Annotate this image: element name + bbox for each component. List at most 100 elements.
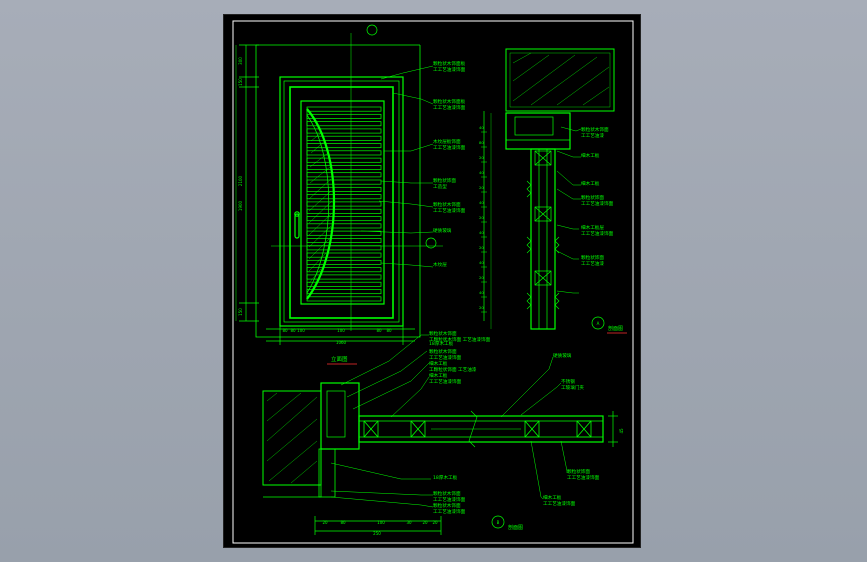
plan-note-lower: 颗粒状木饰面 <box>433 490 461 497</box>
plan-note-lower: 18厚木工板 <box>433 474 458 481</box>
elevation-dim-right: 40 <box>479 125 484 130</box>
elevation-dim-bottom: 80 <box>282 328 288 333</box>
section-title: 剖面图 <box>608 325 623 332</box>
elevation-dim-right: 40 <box>479 260 484 265</box>
section-note: 细木工板 <box>581 152 600 159</box>
door-frame-inner <box>283 80 400 323</box>
section-a-marker <box>591 316 605 330</box>
plan-note-upper-line2: 工颗粒状木饰面 工艺油漆饰面 <box>429 336 491 343</box>
louvre-slat <box>306 223 382 229</box>
elevation-note: 颗粒状饰面 <box>433 177 456 184</box>
elevation-dim-bottom: 100 <box>297 328 305 333</box>
plan-note-upper-line2: 工颗粒状饰面 工艺油漆 <box>429 366 477 373</box>
louvre-slat <box>306 238 382 243</box>
elevation-dim-right: 40 <box>479 230 484 235</box>
elevation-dim-left: 150 <box>238 78 243 86</box>
elevation-note-line2: 工工艺油漆饰面 <box>433 144 466 151</box>
elevation-note: 木纹层板饰面 <box>433 138 461 145</box>
elevation-dim-left: 150 <box>238 308 243 316</box>
plan-note-upper-line2: 工工艺油漆饰面 <box>429 378 462 385</box>
section-note-line2: 工工艺油漆 <box>581 260 604 267</box>
section-head <box>505 112 571 150</box>
door-frame-outer <box>279 76 404 327</box>
header-hatch <box>512 52 610 106</box>
center-marker <box>366 24 378 36</box>
section-cut-marker <box>425 237 437 249</box>
louvre-slat <box>306 245 382 251</box>
plan-blocks <box>363 420 592 438</box>
elevation-note: 硬质玻璃 <box>433 227 452 234</box>
plan-note-upper: 细木工板 <box>429 360 448 367</box>
louvre-slat <box>306 208 382 214</box>
elevation-dim-right: 20 <box>479 215 484 220</box>
elevation-note: 颗粒状木饰面板 <box>433 60 466 67</box>
elevation-note-line2: 工工艺油漆饰面 <box>433 207 466 214</box>
elevation-note: 颗粒状木饰面板 <box>433 98 466 105</box>
plan-dim-bottom: 20 <box>322 520 328 525</box>
elevation-dim-right: 20 <box>479 275 484 280</box>
plan-note-upper: 不锈钢 <box>561 378 575 385</box>
door-handle-icon <box>294 211 300 239</box>
elevation-dim-right: 20 <box>479 185 484 190</box>
door-detail-drawing: 30015021001900150808010010080801060颗粒状木饰… <box>232 20 634 544</box>
louvre-slat <box>306 289 382 295</box>
curved-glass-panel <box>306 108 335 300</box>
plan-note-lower: 颗粒状木饰面 <box>433 502 461 509</box>
louvre-slat <box>306 230 382 236</box>
plan-note-upper: 颗粒状木饰面 <box>429 330 457 337</box>
plan-wall <box>262 390 322 486</box>
elevation-dim-bottom: 80 <box>386 328 392 333</box>
section-note-line2: 工工艺油漆饰面 <box>581 200 614 207</box>
louvre-slat <box>306 252 382 258</box>
elevation-dim-right: 40 <box>479 290 484 295</box>
plan-door-leaf <box>358 415 604 443</box>
plan-wall-hatch <box>266 392 318 484</box>
louvre-slat <box>306 216 382 222</box>
elevation-dim-right: 40 <box>479 200 484 205</box>
elevation-note: 颗粒状木饰面 <box>433 201 461 208</box>
plan-dim-bottom: 100 <box>377 520 385 525</box>
louvre-slat <box>306 296 382 302</box>
plan-note-upper-line2: 工工艺油漆饰面 <box>429 354 462 361</box>
elevation-dim-bottom: 100 <box>337 328 345 333</box>
section-a-letter: A <box>597 321 600 326</box>
page-frame <box>232 20 634 544</box>
plan-note-upper: 硬质玻璃 <box>553 352 572 359</box>
louvre-slat <box>306 194 382 200</box>
elevation-title: 立面图 <box>331 355 348 363</box>
louvre-slat <box>306 179 382 185</box>
elevation-dim-right: 40 <box>479 170 484 175</box>
louvre-slat <box>306 165 382 170</box>
elevation-dim-left: 300 <box>238 57 243 65</box>
plan-note-lower: 颗粒状饰面 <box>567 468 590 475</box>
drawing-linework <box>232 20 634 544</box>
break-line <box>468 410 478 448</box>
wall-outline <box>255 45 421 338</box>
plan-dim-right: 45 <box>619 428 624 434</box>
section-profile <box>526 180 560 310</box>
elevation-dim-right: 20 <box>479 155 484 160</box>
louvre-slat <box>306 113 382 119</box>
elevation-note-line2: 工工艺油漆饰面 <box>433 66 466 73</box>
elevation-dim-bottom: 80 <box>290 328 296 333</box>
elevation-dim-total: 1060 <box>336 340 347 345</box>
elevation-note-line2: 工工艺油漆饰面 <box>433 104 466 111</box>
glass-hatch <box>308 132 333 284</box>
plan-note-upper: 颗粒状木饰面 <box>429 348 457 355</box>
plan-note-upper-line2: 工玻璃门夹 <box>561 384 584 391</box>
section-note: 颗粒状饰面 <box>581 194 604 201</box>
section-note-line2: 工工艺油漆饰面 <box>581 230 614 237</box>
elevation-note-line2: 工造型 <box>433 183 447 190</box>
plan-dim-bottom: 30 <box>406 520 412 525</box>
door-louvres <box>306 106 382 302</box>
plan-dim-bottom: 80 <box>340 520 346 525</box>
section-note: 颗粒状饰面 <box>581 254 604 261</box>
section-note: 颗粒状木饰面 <box>581 126 609 133</box>
louvre-slat <box>306 128 382 134</box>
plan-note-lower-line2: 工工艺油漆饰面 <box>567 474 600 481</box>
louvre-slat <box>306 259 382 265</box>
elevation-dim-left: 1900 <box>238 200 243 211</box>
plan-note-lower-line2: 工工艺油漆饰面 <box>543 500 576 507</box>
